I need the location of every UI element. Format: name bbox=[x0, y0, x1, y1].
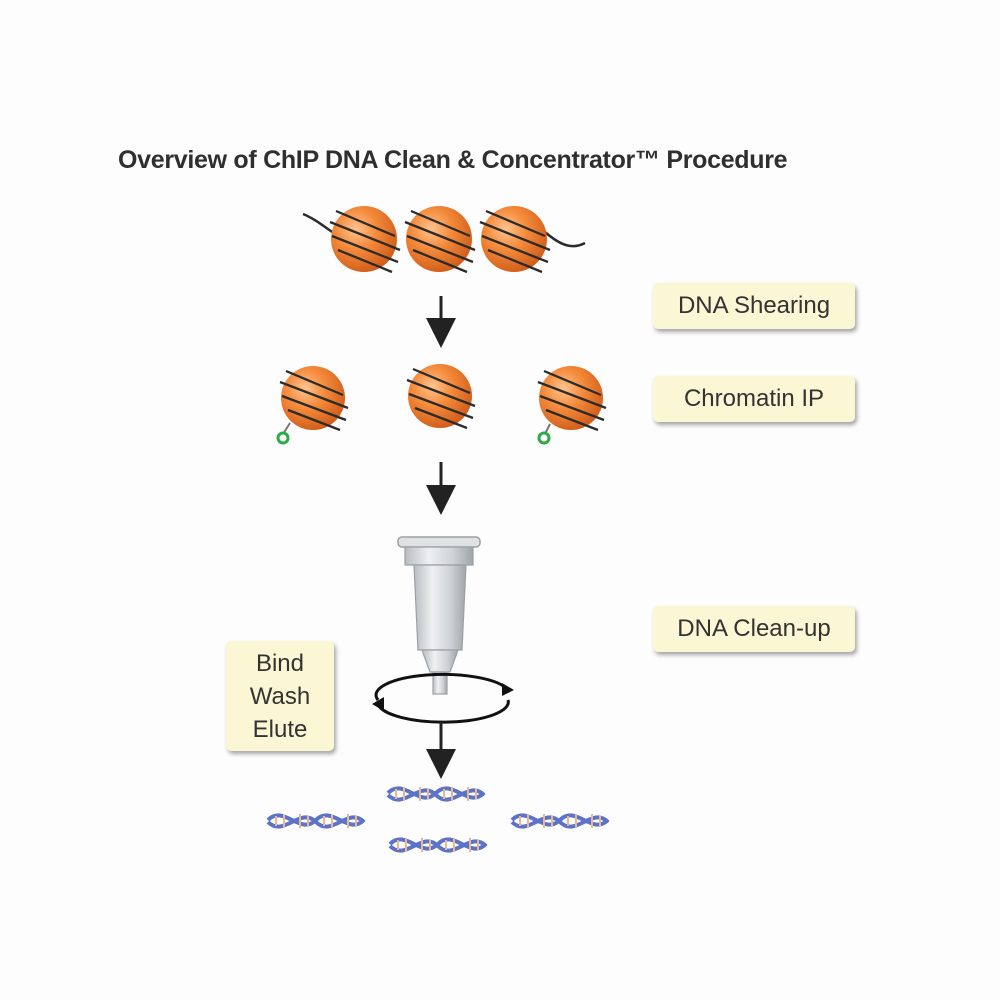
page-title: Overview of ChIP DNA Clean & Concentrato… bbox=[118, 146, 788, 174]
nucleosome bbox=[404, 206, 476, 274]
column-step-bind: Bind bbox=[255, 649, 305, 677]
centrifuge-rotation-icon bbox=[372, 672, 514, 724]
nucleosome bbox=[479, 206, 551, 274]
nucleosome bbox=[329, 206, 401, 274]
nucleosome-with-antibody bbox=[537, 366, 607, 445]
step-label-chromatin-ip: Chromatin IP bbox=[653, 376, 855, 422]
nucleosome-with-antibody bbox=[276, 366, 349, 445]
sheared-nucleosomes bbox=[276, 364, 607, 445]
step-label-dna-shearing: DNA Shearing bbox=[653, 283, 855, 329]
bind-wash-elute-box: Bind Wash Elute bbox=[226, 641, 334, 751]
dna-helix-icon bbox=[266, 813, 366, 829]
nucleosome bbox=[406, 364, 476, 430]
step-label-dna-cleanup: DNA Clean-up bbox=[653, 606, 855, 652]
dna-helix-icon bbox=[510, 813, 610, 829]
column-step-elute: Elute bbox=[252, 715, 308, 743]
dna-helix-icon bbox=[388, 837, 488, 853]
column-step-wash: Wash bbox=[249, 682, 311, 710]
chromatin-fiber bbox=[302, 206, 586, 274]
purified-dna-fragments bbox=[266, 786, 610, 853]
spin-column-icon bbox=[397, 536, 481, 695]
dna-helix-icon bbox=[386, 786, 486, 802]
